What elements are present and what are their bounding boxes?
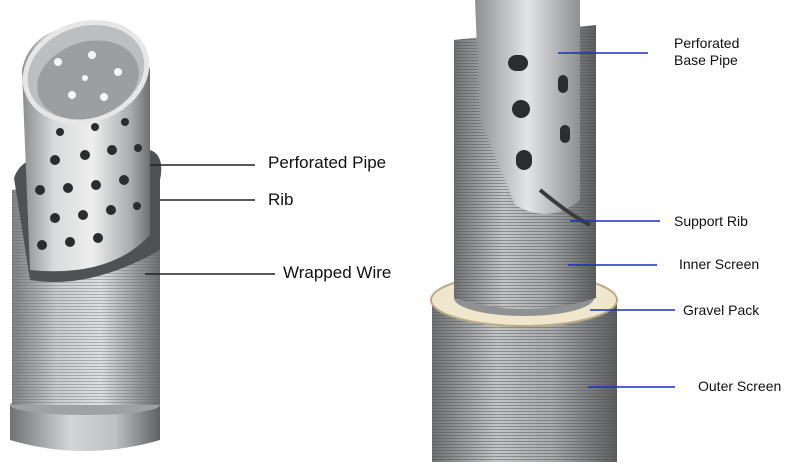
support-rib-edge: [538, 188, 591, 227]
inner-screen-label: Inner Screen: [679, 256, 760, 272]
perforated-base-pipe-label-line2: Base Pipe: [674, 52, 738, 68]
inner-perforations: [54, 51, 122, 101]
gravel-pack-label: Gravel Pack: [683, 302, 760, 318]
perforated-base-pipe-label: Perforated Base Pipe: [674, 35, 739, 69]
outer-screen-body: [432, 300, 617, 462]
dual-layer-screen-figure: Perforated Base Pipe Support Rib Inner S…: [420, 0, 800, 475]
support-rib-label: Support Rib: [674, 213, 748, 229]
pipe-perforations: [35, 118, 142, 250]
outer-screen-label: Outer Screen: [698, 378, 782, 394]
dual-layer-screen-illustration: [430, 0, 675, 462]
perforated-pipe-body: [22, 19, 150, 272]
perforated-base-pipe-body: [475, 0, 580, 214]
wrapped-wire-label: Wrapped Wire: [283, 263, 392, 282]
perforated-pipe-label: Perforated Pipe: [268, 153, 387, 172]
wire-wrapped-screen-figure: Perforated Pipe Rib Wrapped Wire: [10, 19, 392, 451]
rib-label: Rib: [268, 190, 294, 209]
leader-lines: [558, 52, 675, 388]
perforated-base-pipe-label-line1: Perforated: [674, 35, 740, 51]
wire-wrapped-screen-illustration: [10, 19, 275, 451]
